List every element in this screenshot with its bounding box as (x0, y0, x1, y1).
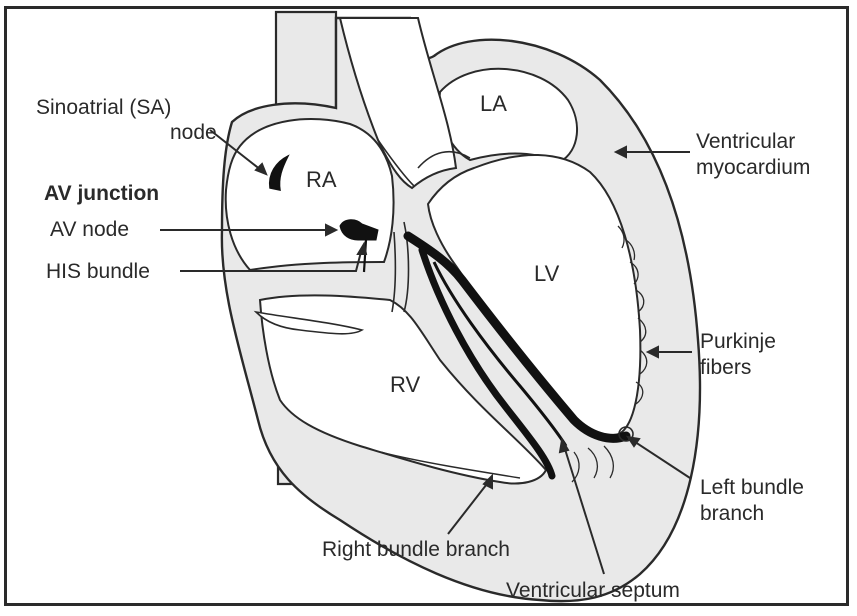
ventricular-myocardium-label-line2: myocardium (696, 156, 810, 180)
right-atrium-label: RA (306, 168, 337, 192)
purkinje-fibers-label: Purkinje (700, 330, 776, 354)
left-bundle-branch-label: Left bundle (700, 476, 804, 500)
right-ventricle-label: RV (390, 373, 420, 397)
left-atrium-label: LA (480, 92, 507, 116)
sa-node-label-line2: node (170, 121, 217, 145)
right-bundle-branch-label: Right bundle branch (322, 538, 510, 562)
ventricular-septum-label: Ventricular septum (506, 579, 680, 603)
av-junction-label: AV junction (44, 182, 159, 206)
right-atrium-cavity (226, 119, 394, 270)
left-ventricle-label: LV (534, 262, 559, 286)
purkinje-fibers-label-line2: fibers (700, 356, 751, 380)
left-bundle-branch-label-line2: branch (700, 502, 764, 526)
av-node-label: AV node (50, 218, 129, 242)
sa-node-label: Sinoatrial (SA) (36, 96, 171, 120)
his-bundle-label: HIS bundle (46, 260, 150, 284)
ventricular-myocardium-label: Ventricular (696, 130, 795, 154)
